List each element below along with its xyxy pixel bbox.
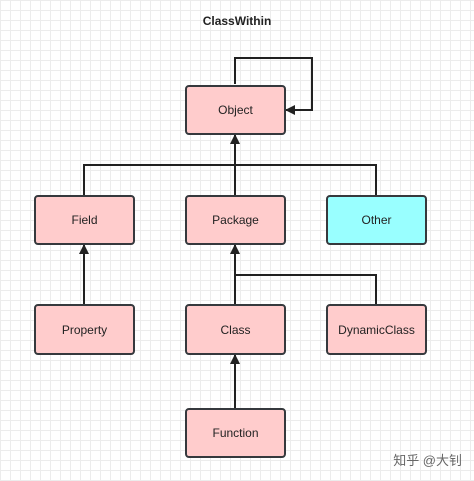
diagram-title: ClassWithin bbox=[202, 14, 272, 28]
node-function: Function bbox=[185, 408, 286, 458]
edge-other-object bbox=[235, 164, 377, 195]
node-property: Property bbox=[34, 304, 135, 355]
edge-field-object bbox=[83, 164, 235, 195]
node-package: Package bbox=[185, 195, 286, 245]
node-other: Other bbox=[326, 195, 427, 245]
node-field: Field bbox=[34, 195, 135, 245]
node-class: Class bbox=[185, 304, 286, 355]
watermark: 知乎 @大钊 bbox=[393, 453, 462, 468]
edge-object-self bbox=[234, 57, 313, 115]
node-object: Object bbox=[185, 85, 286, 135]
edge-dynamicclass-package bbox=[235, 274, 377, 304]
node-dynamic-class: DynamicClass bbox=[326, 304, 427, 355]
